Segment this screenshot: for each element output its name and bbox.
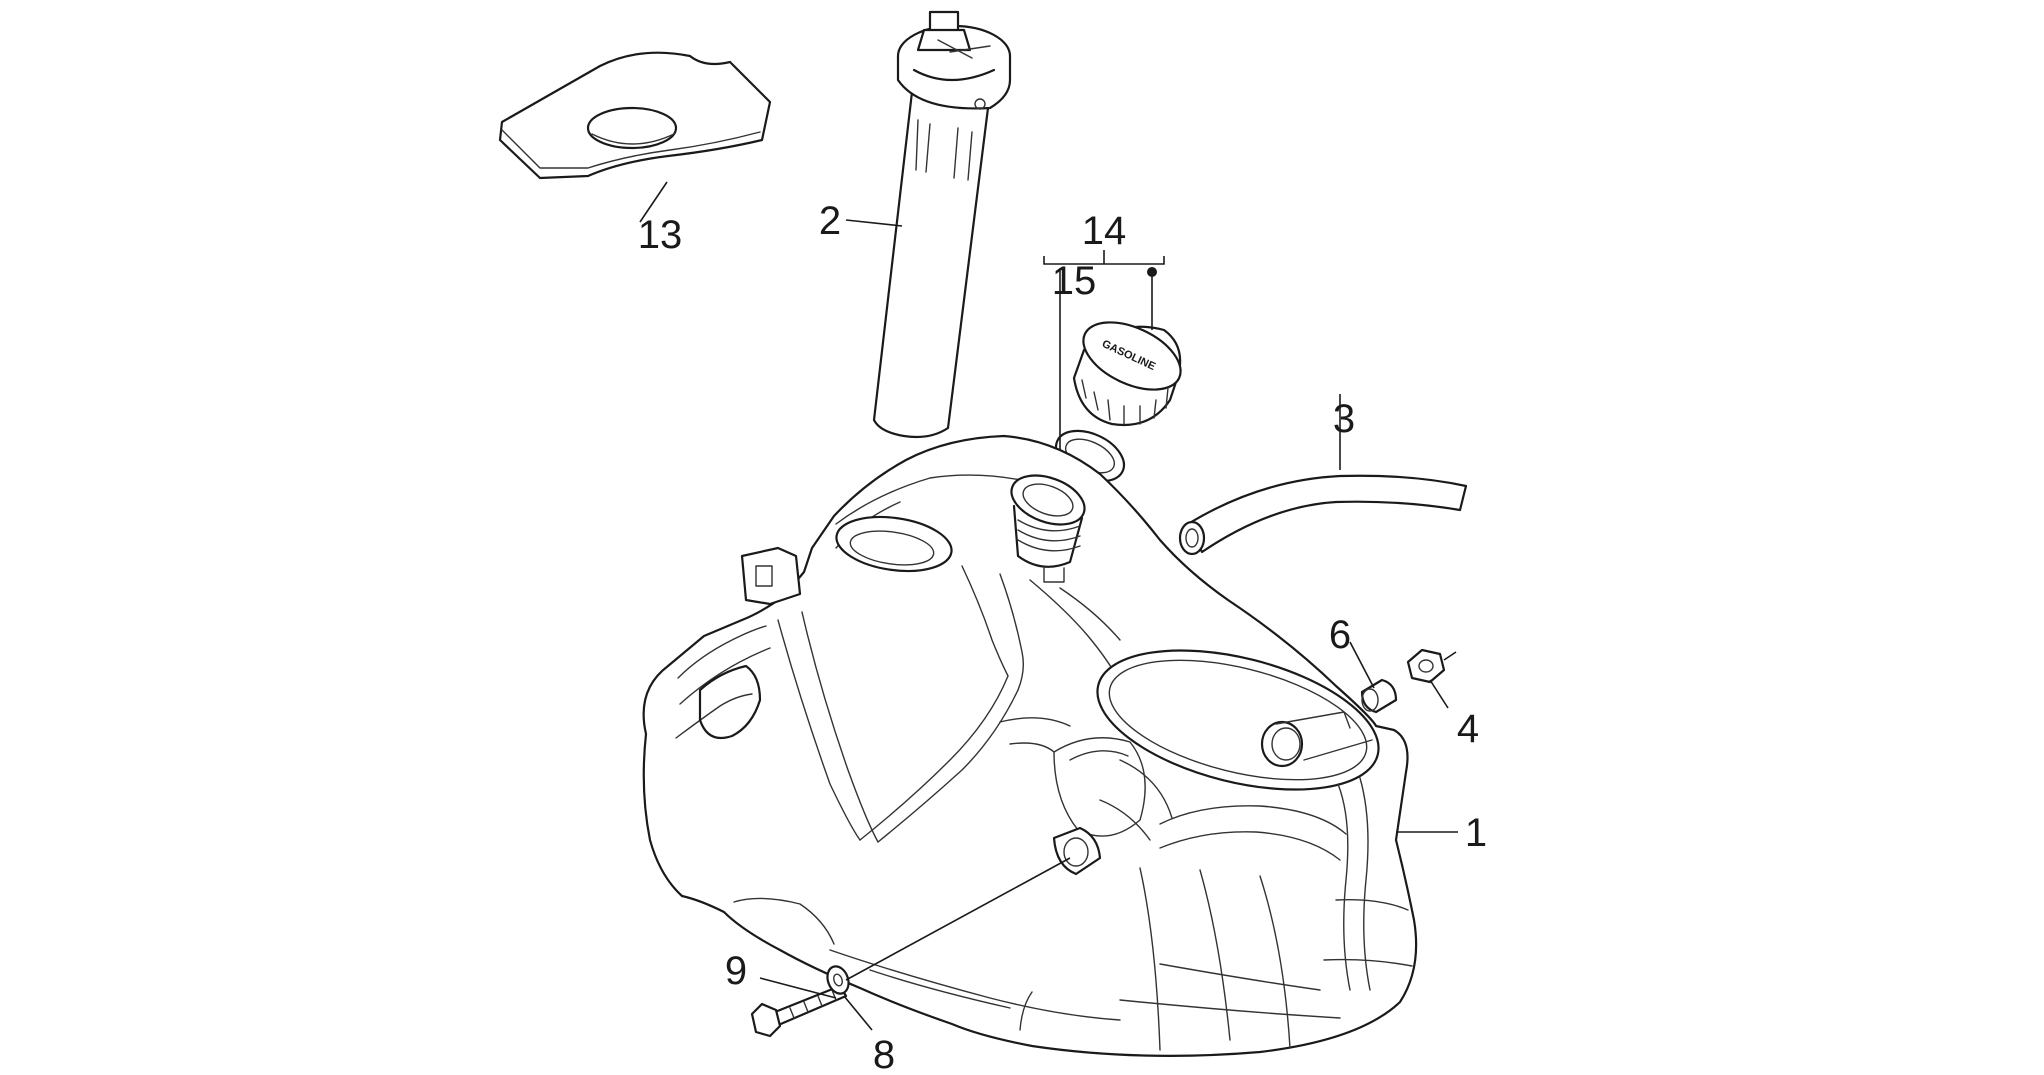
part-13-pad [498, 51, 772, 180]
part-1-fuel-tank [642, 434, 1418, 1057]
part-4-nut [1406, 648, 1457, 684]
callout-3: 3 [1333, 397, 1355, 441]
leader-lines [639, 181, 1458, 1031]
callout-6: 6 [1329, 613, 1351, 657]
part-8-washer [826, 965, 850, 995]
callout-15: 15 [1052, 259, 1097, 303]
part-2-fuel-sender [872, 10, 1012, 439]
part-6-spacer [1360, 678, 1398, 714]
leader-dot [1147, 267, 1157, 277]
callout-13: 13 [638, 213, 683, 257]
callout-4: 4 [1457, 707, 1479, 751]
callout-8: 8 [873, 1033, 895, 1075]
callout-1: 1 [1465, 811, 1487, 855]
callout-numbers: 13 2 14 15 3 6 4 1 9 8 [638, 199, 1487, 1075]
callout-9: 9 [725, 949, 747, 993]
callout-2: 2 [819, 199, 841, 243]
part-3-hose [1178, 474, 1468, 556]
part-14-fuel-cap: GASOLINE [1072, 321, 1182, 426]
callout-14: 14 [1082, 209, 1127, 253]
part-9-bolt [750, 984, 848, 1038]
